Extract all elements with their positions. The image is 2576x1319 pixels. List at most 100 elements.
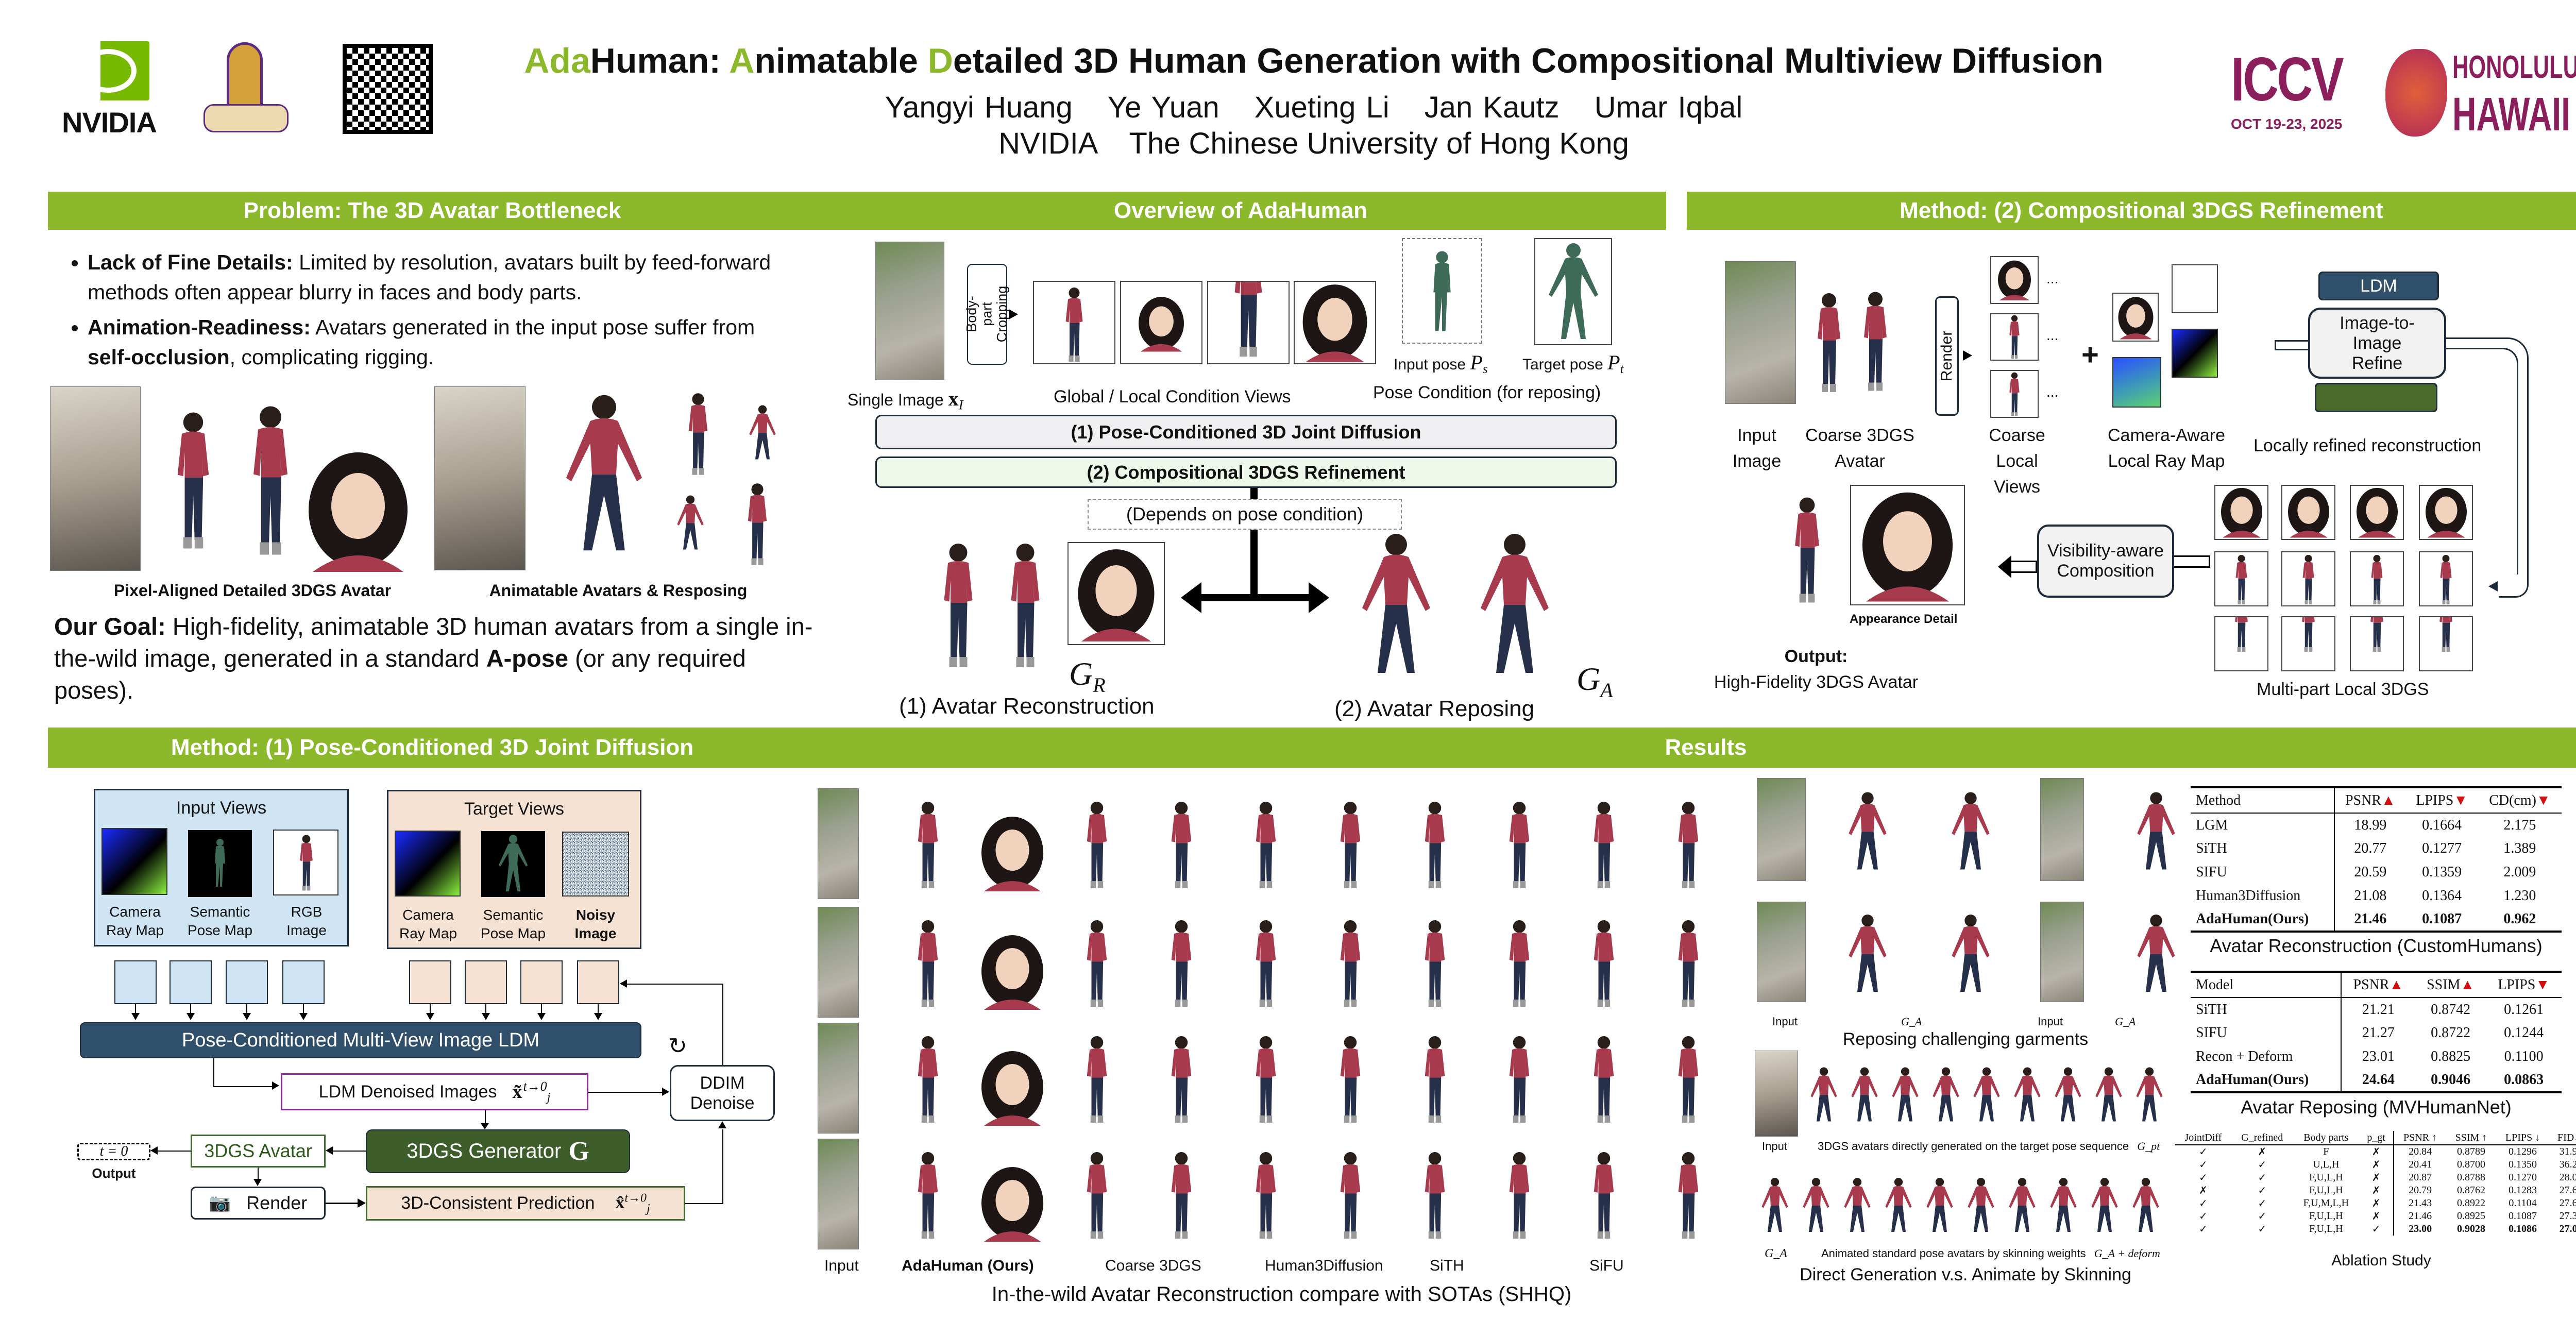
table-cell: 0.8788 — [2456, 1172, 2485, 1183]
repose-input-photo — [2040, 778, 2084, 881]
ellipsis-1: ... — [2046, 270, 2059, 286]
result-input-photo — [818, 907, 859, 1018]
repose-avatar-front — [1340, 531, 1453, 685]
result-avatar — [1308, 788, 1393, 899]
avatar-pose-2 — [744, 392, 781, 477]
result-avatar — [1139, 1023, 1224, 1134]
result-avatar — [970, 1139, 1055, 1249]
table-cell: ✗ — [2359, 1184, 2395, 1197]
render-box: 📷Render — [191, 1187, 326, 1220]
qr-code[interactable] — [343, 44, 433, 134]
appearance-detail-image — [1850, 485, 1965, 605]
locally-refined-label: Locally refined reconstruction — [2253, 436, 2482, 455]
avatar-pose-4 — [739, 482, 775, 567]
affiliation: The Chinese University of Hong Kong — [1129, 127, 1629, 160]
skinned-avatar — [2002, 1165, 2043, 1245]
table-cell: F — [2323, 1146, 2329, 1157]
method2-header: Method: (2) Compositional 3DGS Refinemen… — [1687, 192, 2576, 230]
table-header-cell: PSNR▲ — [2353, 976, 2404, 993]
direct-avatar — [2129, 1054, 2170, 1136]
repose-avatar — [1834, 902, 1901, 1007]
result-avatar — [1646, 1139, 1731, 1249]
refine-output-curve — [2446, 337, 2529, 585]
table-cell: 0.1244 — [2504, 1025, 2544, 1041]
skinned-avatar — [1878, 1165, 1919, 1245]
problem-header: Problem: The 3D Avatar Bottleneck — [48, 192, 817, 230]
avatar-to-render-line — [258, 1168, 259, 1180]
result-avatar — [1393, 788, 1477, 899]
rgb-image-icon — [273, 830, 338, 895]
table-cell: 0.1086 — [2509, 1223, 2537, 1235]
composition-arrow-icon — [1998, 555, 2011, 578]
table-cell: AdaHuman(Ours) — [2191, 908, 2335, 932]
input-pose-label: Input pose Ps — [1394, 351, 1488, 376]
results-column-label: Coarse 3DGS — [1105, 1257, 1201, 1274]
table-cell: 0.0863 — [2504, 1072, 2544, 1088]
table-cell: 0.1277 — [2422, 840, 2462, 856]
result-avatar — [1139, 788, 1224, 899]
input-views-panel: Input Views Camera Ray Map Semantic Pose… — [94, 789, 349, 946]
direct-avatar — [1844, 1054, 1885, 1136]
input-photo-man — [434, 386, 526, 570]
result-avatar — [1477, 1023, 1562, 1134]
table-cell: SIFU — [2191, 860, 2335, 884]
avatar-arrow-icon — [326, 1146, 333, 1155]
repose-caption: Reposing challenging garments — [1842, 1029, 2089, 1049]
feedback-arrow-icon — [620, 979, 627, 988]
table-cell: 0.8742 — [2431, 1001, 2471, 1018]
table-cell: ✓ — [2199, 1211, 2208, 1222]
table-cell: 0.1100 — [2504, 1049, 2544, 1064]
skinned-avatar — [2043, 1165, 2084, 1245]
avatar-face-detail — [294, 448, 422, 572]
table-recon-caption: Avatar Reconstruction (CustomHumans) — [2210, 935, 2543, 956]
table-cell: 0.1087 — [2509, 1210, 2537, 1222]
table-cell: AdaHuman(Ours) — [2191, 1069, 2342, 1092]
semantic-pose-map-icon — [188, 830, 252, 897]
direct-avatar — [2047, 1054, 2088, 1136]
depends-box: (Depends on pose condition) — [1088, 499, 1402, 530]
author-name: Xueting Li — [1254, 91, 1389, 124]
output-arrow-icon — [150, 1146, 158, 1155]
iccv-city: HONOLULU — [2452, 49, 2576, 85]
table-header-cell: SSIM▲ — [2427, 976, 2475, 993]
coarse-view-1 — [1990, 256, 2039, 304]
input-views-title: Input Views — [176, 798, 267, 818]
upper-body-view — [1120, 281, 1202, 364]
result-avatar — [1308, 1139, 1393, 1249]
hibiscus-icon — [2385, 49, 2447, 137]
target-camera-ray-label: Camera Ray Map — [399, 907, 457, 941]
table-cell: 0.8762 — [2456, 1185, 2485, 1196]
ldm-denoised-box: LDM Denoised Images x̃t→0j — [281, 1073, 588, 1110]
table-cell: ✗ — [2258, 1146, 2267, 1158]
table-header-cell: PSNR▲ — [2345, 792, 2396, 808]
rgb-image-label: RGB Image — [286, 904, 327, 938]
noisy-image-label: Noisy Image — [574, 907, 617, 941]
arrow-right-icon — [1309, 582, 1329, 613]
table-cell: ✓ — [2258, 1159, 2267, 1171]
output-text: High-Fidelity 3DGS Avatar — [1714, 672, 1919, 692]
single-input-image — [875, 242, 944, 380]
table-cell: 0.8825 — [2431, 1049, 2471, 1064]
target-camera-ray-map-icon — [395, 831, 461, 897]
author-name: Ye Yuan — [1107, 91, 1219, 124]
prediction-to-ddim-line-h — [685, 1203, 723, 1204]
target-pose-mesh — [1534, 238, 1612, 345]
affiliation: NVIDIA — [998, 127, 1098, 160]
table-cell: 0.1270 — [2509, 1172, 2537, 1183]
table-header-cell: LPIPS▼ — [2498, 976, 2550, 993]
nvidia-logo: NVIDIA — [62, 41, 185, 139]
table-cell: 0.962 — [2503, 911, 2536, 927]
result-avatar — [1224, 1023, 1308, 1134]
token-arrow-icon — [187, 1013, 195, 1020]
table-header-cell: p_gt — [2359, 1131, 2395, 1145]
ellipsis-3: ... — [2046, 384, 2059, 400]
table-cell: 21.08 — [2354, 888, 2387, 904]
table-cell: 20.41 — [2409, 1159, 2432, 1170]
ldm-to-denoised-line-h — [213, 1086, 274, 1087]
table-cell: 31.9 — [2559, 1146, 2576, 1157]
result-avatar — [1562, 788, 1646, 899]
refine-output-curve-bottom — [2499, 585, 2529, 598]
table-cell: 1.230 — [2503, 888, 2536, 904]
